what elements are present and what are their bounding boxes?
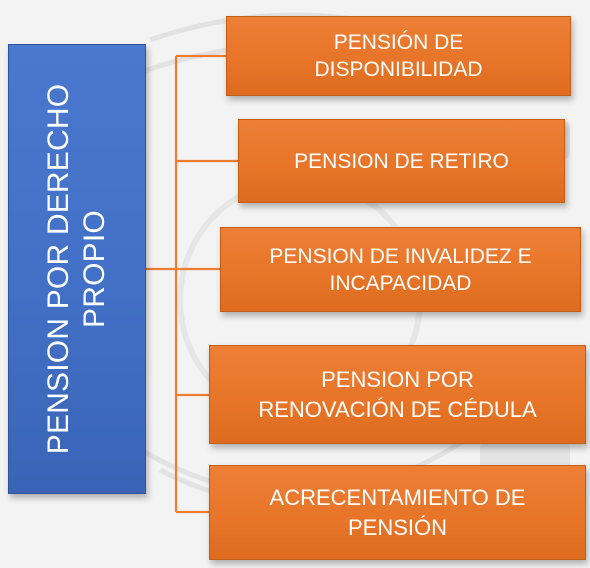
node-pension-retiro: PENSION DE RETIRO [238,119,565,203]
node-label: ACRECENTAMIENTO DE PENSIÓN [269,484,526,540]
root-node-label: PENSION POR DERECHO PROPIO [42,83,111,455]
node-pension-renovacion-cedula: PENSION POR RENOVACIÓN DE CÉDULA [209,345,586,444]
node-label: PENSION DE RETIRO [294,149,509,173]
node-label: PENSION DE INVALIDEZ E INCAPACIDAD [269,244,532,295]
root-node [8,44,146,494]
node-acrecentamiento-pension: ACRECENTAMIENTO DE PENSIÓN [209,465,586,560]
node-pension-invalidez: PENSION DE INVALIDEZ E INCAPACIDAD [220,227,581,312]
node-label: PENSIÓN DE DISPONIBILIDAD [314,31,483,81]
node-pension-disponibilidad: PENSIÓN DE DISPONIBILIDAD [226,16,571,96]
node-label: PENSION POR RENOVACIÓN DE CÉDULA [258,366,537,422]
